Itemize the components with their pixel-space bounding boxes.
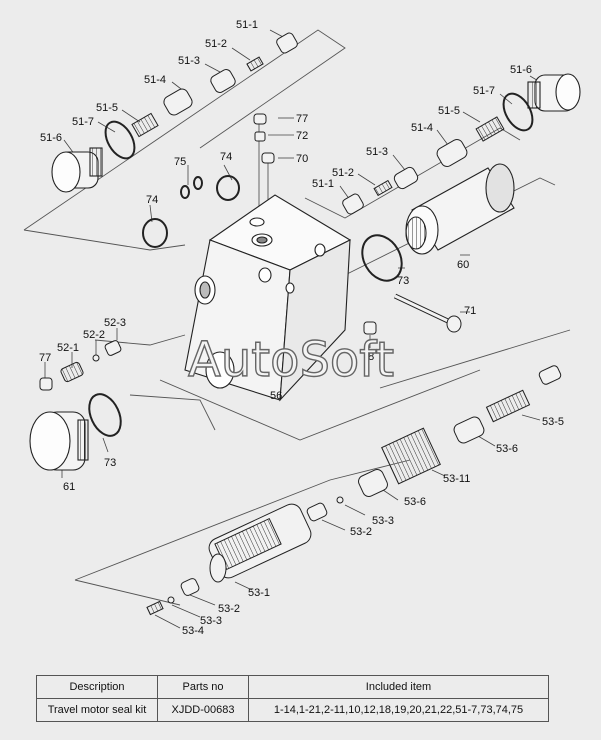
svg-text:53-5: 53-5: [542, 416, 564, 428]
seal-kit-table: Description Parts no Included item Trave…: [36, 675, 549, 722]
svg-text:53-1: 53-1: [248, 587, 270, 599]
svg-text:51-2: 51-2: [332, 167, 354, 179]
svg-text:74: 74: [146, 194, 158, 206]
exploded-parts-diagram: 51-1 51-2 51-3 51-4 51-5 51-7 51-6 51-6 …: [23, 19, 581, 637]
cap-51-6-left: [51, 147, 103, 193]
svg-text:51-7: 51-7: [473, 85, 495, 97]
table-header-row: Description Parts no Included item: [36, 675, 549, 699]
svg-text:74: 74: [220, 151, 232, 163]
callout-labels: 51-1 51-2 51-3 51-4 51-5 51-7 51-6 51-6 …: [39, 19, 564, 637]
svg-text:53-11: 53-11: [443, 473, 470, 485]
svg-text:77: 77: [39, 352, 51, 364]
springs: [131, 56, 531, 616]
svg-text:70: 70: [296, 153, 308, 165]
cell-parts-no: XJDD-00683: [157, 698, 249, 722]
svg-text:51-6: 51-6: [510, 64, 532, 76]
watermark: AutoSoft: [188, 332, 394, 388]
poppets-and-plugs: [39, 32, 562, 604]
svg-text:73: 73: [104, 457, 116, 469]
svg-text:51-5: 51-5: [96, 102, 118, 114]
svg-text:73: 73: [397, 275, 409, 287]
svg-text:56: 56: [270, 390, 282, 402]
cap-61: [29, 411, 89, 471]
svg-text:75: 75: [174, 156, 186, 168]
svg-text:52-1: 52-1: [57, 342, 79, 354]
svg-text:51-5: 51-5: [438, 105, 460, 117]
svg-text:61: 61: [63, 481, 75, 493]
svg-text:53-6: 53-6: [404, 496, 426, 508]
header-description: Description: [36, 675, 158, 699]
svg-text:52-3: 52-3: [104, 317, 126, 329]
svg-text:51-7: 51-7: [72, 116, 94, 128]
cylinder-60: [405, 163, 515, 255]
spool-53-1: [208, 503, 312, 583]
svg-text:78: 78: [362, 351, 374, 363]
table-row: Travel motor seal kit XJDD-00683 1-14,1-…: [36, 698, 549, 722]
o-rings: [88, 92, 534, 437]
svg-text:51-4: 51-4: [144, 74, 166, 86]
valve-block-56: [184, 194, 352, 402]
header-parts-no: Parts no: [157, 675, 249, 699]
svg-text:53-3: 53-3: [372, 515, 394, 527]
svg-text:53-6: 53-6: [496, 443, 518, 455]
svg-text:60: 60: [457, 259, 469, 271]
svg-text:51-6: 51-6: [40, 132, 62, 144]
bolt-71: [393, 293, 462, 333]
svg-text:53-2: 53-2: [350, 526, 372, 538]
svg-text:51-1: 51-1: [236, 19, 258, 31]
svg-text:77: 77: [296, 113, 308, 125]
cap-51-6-right: [527, 73, 581, 112]
svg-text:51-1: 51-1: [312, 178, 334, 190]
header-included-item: Included item: [248, 675, 549, 699]
svg-text:72: 72: [296, 130, 308, 142]
svg-text:53-4: 53-4: [182, 625, 204, 637]
svg-text:51-2: 51-2: [205, 38, 227, 50]
svg-text:71: 71: [464, 305, 476, 317]
svg-text:51-3: 51-3: [366, 146, 388, 158]
svg-text:52-2: 52-2: [83, 329, 105, 341]
cell-description: Travel motor seal kit: [36, 698, 158, 722]
svg-text:51-3: 51-3: [178, 55, 200, 67]
svg-text:53-3: 53-3: [200, 615, 222, 627]
cell-included-item: 1-14,1-21,2-11,10,12,18,19,20,21,22,51-7…: [248, 698, 549, 722]
svg-text:51-4: 51-4: [411, 122, 433, 134]
svg-text:53-2: 53-2: [218, 603, 240, 615]
